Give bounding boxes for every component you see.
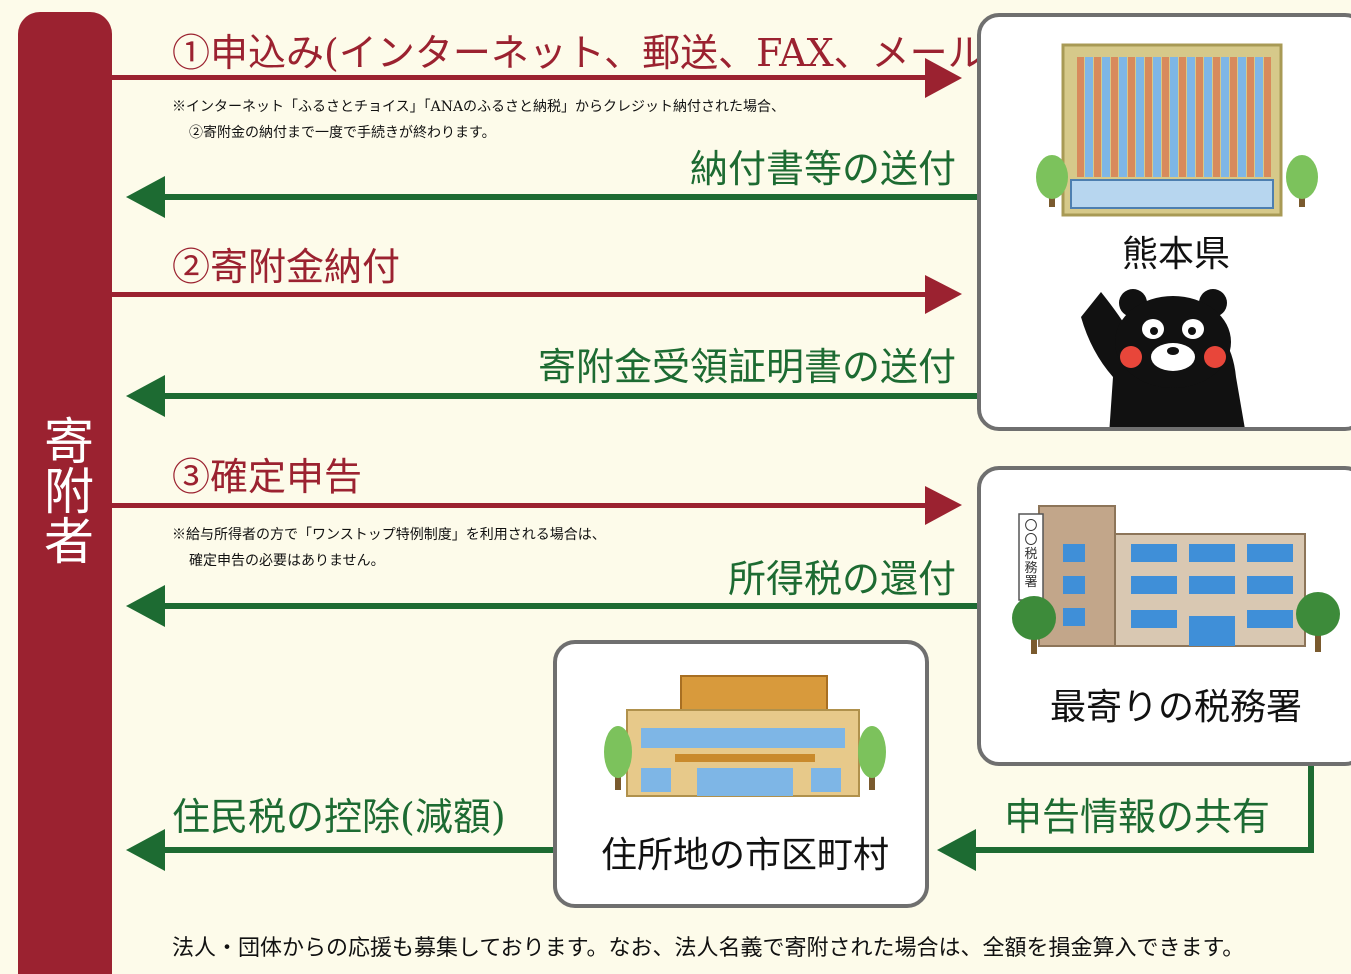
certificate-label: 寄附金受領証明書の送付 [537,345,956,389]
arrow-resident-tax [126,829,553,871]
tax-office-sign-icon [1018,513,1044,601]
tree-icon [858,726,886,790]
prefectural-office-building-icon [1061,43,1283,217]
pay-label: ②寄附金納付 [172,245,401,289]
tax-return-label: ③確定申告 [172,455,363,499]
arrow-apply [112,58,962,98]
tree-icon [1036,155,1068,207]
arrow-share-info [937,766,1314,871]
tax-office-building-icon [1038,505,1306,647]
arrow-tax-return [112,486,962,525]
kumamon-mascot-icon [1081,289,1245,427]
resident-tax-label: 住民税の控除(減額) [172,795,506,839]
arrow-pay [112,275,962,314]
arrow-payment-slip [126,176,978,218]
city-hall-illustration [604,675,886,797]
arrow-certificate [126,375,978,417]
apply-note-line2: ②寄附金の納付まで一度で手続きが終わります。 [189,125,496,141]
donor-label: 寄附者 [36,415,94,565]
tax-return-note-line1: ※給与所得者の方で「ワンストップ特例制度」を利用される場合は、 [172,527,606,543]
share-info-label: 申告情報の共有 [1004,795,1271,839]
tree-icon [1286,155,1318,207]
apply-note-line1: ※インターネット「ふるさとチョイス」「ANAのふるさと納税」からクレジット納付さ… [172,99,786,115]
refund-label: 所得税の還付 [727,557,956,601]
tax-office-sign-text: 〇〇税務署 [1024,519,1037,590]
tax-office-label: 最寄りの税務署 [1049,687,1302,728]
tree-icon [1296,592,1340,652]
city-hall-building-icon [626,675,860,797]
footer-note: 法人・団体からの応援も募集しております。なお、法人名義で寄附された場合は、全額を… [172,936,1245,961]
municipality-box: 住所地の市区町村 [553,640,929,908]
tree-icon [604,726,632,790]
donor-bar [18,12,112,974]
tax-office-illustration: 〇〇税務署 [1012,505,1340,654]
prefecture-label: 熊本県 [1121,234,1230,275]
arrow-refund [126,585,978,627]
tax-return-note-line2: 確定申告の必要はありません。 [189,553,385,569]
apply-label: ①申込み(インターネット、郵送、FAX、メール等) [172,31,1039,75]
tree-icon [1012,596,1056,654]
prefectural-office-illustration [1036,43,1318,427]
payment-slip-label: 納付書等の送付 [689,147,956,191]
tax-office-box: 〇〇税務署 最寄りの税務署 [977,466,1351,766]
prefecture-box: 熊本県 [977,13,1351,431]
municipality-label: 住所地の市区町村 [600,835,889,876]
